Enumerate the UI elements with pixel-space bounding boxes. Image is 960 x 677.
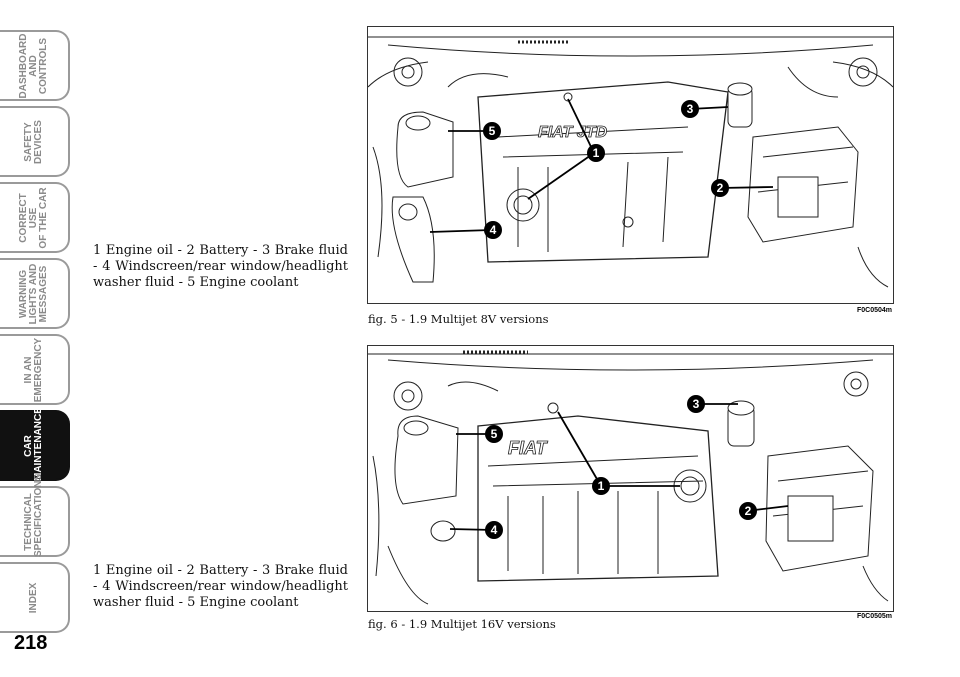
tab-index[interactable]: INDEX [0, 562, 70, 633]
engine-illustration-16v: FIAT 1 2 3 4 5 [368, 350, 893, 605]
figure-engine-8v: FIAT JTD 1 2 3 4 5 [367, 26, 894, 304]
callout-1: 1 [593, 146, 600, 160]
engine-logo: FIAT JTD [538, 124, 607, 141]
callout-4: 4 [491, 523, 498, 537]
caption-bottom: 1 Engine oil - 2 Battery - 3 Brake fluid… [93, 563, 348, 610]
callout-3: 3 [693, 397, 700, 411]
callout-4: 4 [490, 223, 497, 237]
callout-3: 3 [687, 102, 694, 116]
tab-dashboard-and-controls[interactable]: DASHBOARD AND CONTROLS [0, 30, 70, 101]
engine-illustration-8v: FIAT JTD 1 2 3 4 5 [368, 36, 893, 288]
figure-caption: fig. 6 - 1.9 Multijet 16V versions [368, 617, 556, 631]
tab-label: DASHBOARD AND CONTROLS [18, 33, 49, 98]
tab-in-an-emergency[interactable]: IN AN EMERGENCY [0, 334, 70, 405]
tab-label: SAFETY DEVICES [23, 119, 44, 164]
tab-car-maintenance[interactable]: CAR MAINTENANCE [0, 406, 70, 481]
caption-top: 1 Engine oil - 2 Battery - 3 Brake fluid… [93, 243, 348, 290]
tab-label: INDEX [28, 582, 39, 613]
callout-2: 2 [745, 504, 752, 518]
tab-label: WARNING LIGHTS AND MESSAGES [18, 263, 49, 324]
figure-code: F0C0504m [857, 307, 893, 314]
tab-label: CAR MAINTENANCE [23, 406, 44, 481]
page-number: 218 [14, 632, 48, 654]
figure-caption: fig. 5 - 1.9 Multijet 8V versions [368, 312, 549, 326]
tab-technical-specifications[interactable]: TECHNICAL SPECIFICATIONS [0, 473, 70, 557]
callout-5: 5 [489, 124, 496, 138]
figure-code: F0C0505m [857, 613, 893, 620]
tab-label: IN AN EMERGENCY [23, 337, 44, 402]
engine-logo: FIAT [508, 438, 549, 458]
tab-warning-lights[interactable]: WARNING LIGHTS AND MESSAGES [0, 258, 70, 329]
tab-label: TECHNICAL SPECIFICATIONS [23, 473, 44, 557]
callout-1: 1 [598, 479, 605, 493]
figure-engine-16v: FIAT 1 2 3 4 5 [367, 345, 894, 612]
callout-2: 2 [717, 181, 724, 195]
callout-5: 5 [491, 427, 498, 441]
tab-correct-use[interactable]: CORRECT USE OF THE CAR [0, 182, 70, 253]
tab-label: CORRECT USE OF THE CAR [18, 186, 49, 249]
tab-safety-devices[interactable]: SAFETY DEVICES [0, 106, 70, 177]
